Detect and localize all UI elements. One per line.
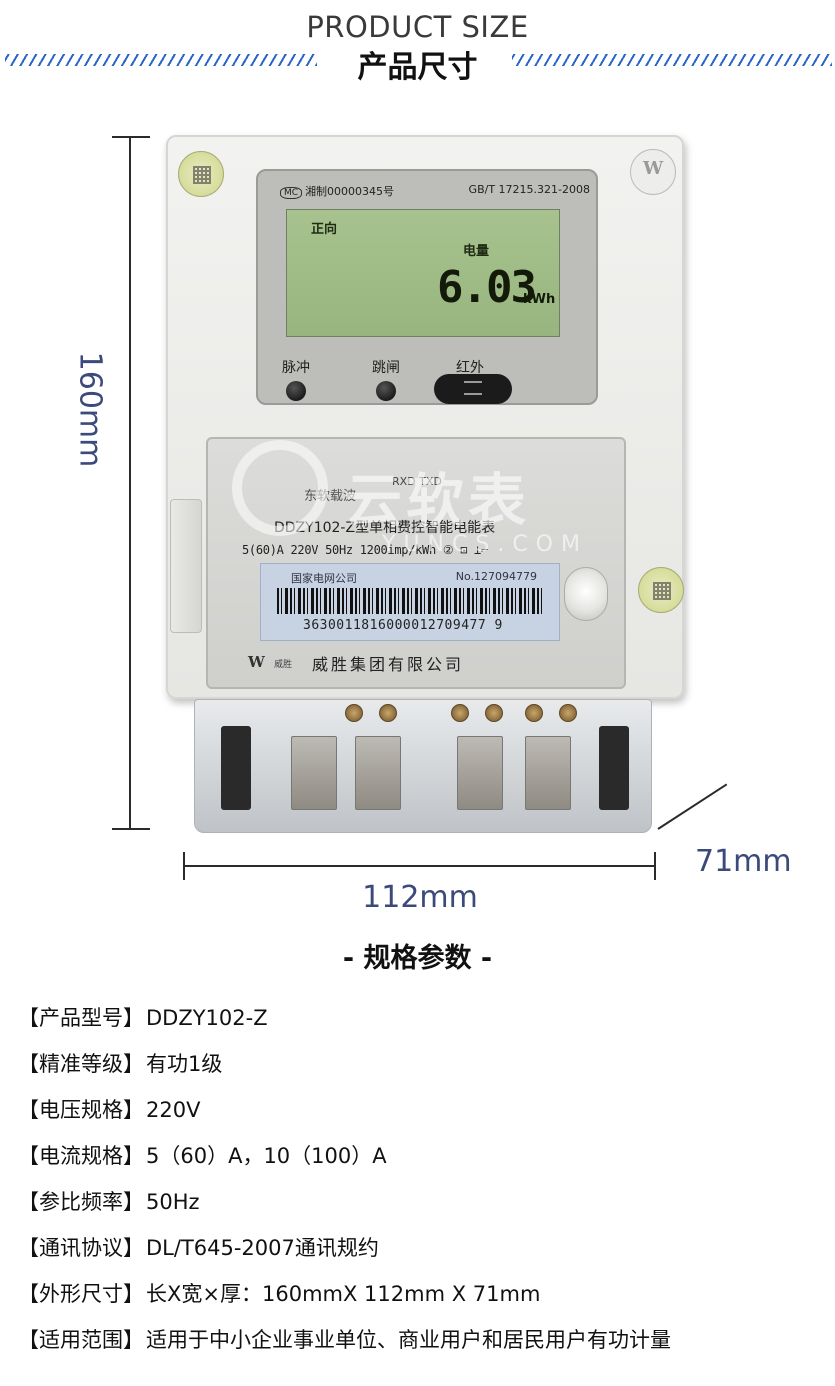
lcd-value: 6.03 (437, 262, 537, 313)
spec-key: 【电流规格】 (18, 1144, 144, 1168)
terminal-screw-icon (345, 704, 363, 722)
maker-brand: 威胜 (274, 660, 293, 670)
maker-name: 威胜集团有限公司 (312, 655, 465, 674)
header-title-en: PRODUCT SIZE (306, 10, 529, 44)
terminal-side-right (599, 726, 629, 810)
spec-key: 【参比频率】 (18, 1190, 144, 1214)
header-hatch-left (5, 54, 317, 66)
lcd-quantity: 电量 (463, 244, 490, 259)
owner-name: 国家电网公司 (291, 572, 357, 585)
lcd-unit: kWh (523, 292, 556, 307)
terminal-side-left (221, 726, 251, 810)
spec-value: 50Hz (146, 1190, 200, 1214)
meter-model: DDZY102-Z型单相费控智能电能表 (274, 520, 496, 536)
spec-value: 220V (146, 1098, 201, 1122)
width-dim-label: 112mm (362, 880, 478, 915)
depth-dim-line (657, 783, 728, 830)
spec-row: 【产品型号】DDZY102-Z (18, 1002, 268, 1032)
spec-key: 【精准等级】 (18, 1052, 144, 1076)
spec-row: 【外形尺寸】长X宽×厚：160mmX 112mm X 71mm (18, 1278, 540, 1308)
spec-value: 长X宽×厚：160mmX 112mm X 71mm (146, 1282, 541, 1306)
terminal-screw-icon (559, 704, 577, 722)
cert-number: 湘制00000345号 (305, 185, 395, 198)
spec-row: 【参比频率】50Hz (18, 1186, 200, 1216)
height-dim-tick-bottom (112, 828, 150, 830)
header-hatch-right (512, 54, 832, 66)
side-clip (170, 499, 202, 633)
nameplate-cover: 东软载波 RXD TXD DDZY102-Z型单相费控智能电能表 5(60)A … (206, 437, 626, 689)
trip-led-icon (376, 381, 396, 401)
terminal-slot (355, 736, 401, 810)
spec-row: 【适用范围】适用于中小企业事业单位、商业用户和居民用户有功计量 (18, 1324, 671, 1354)
spec-value: 5（60）A，10（100）A (146, 1144, 387, 1168)
depth-dim-label: 71mm (695, 844, 792, 879)
spec-value: DL/T645-2007通讯规约 (146, 1236, 379, 1260)
terminal-screw-icon (379, 704, 397, 722)
spec-key: 【通讯协议】 (18, 1236, 144, 1260)
lcd-screen: 正向 电量 6.03 kWh (286, 209, 560, 337)
width-dim-line (183, 865, 655, 867)
pulse-led-icon (286, 381, 306, 401)
height-dim-line (129, 137, 131, 829)
pulse-label: 脉冲 (282, 360, 310, 376)
serial-number: No.127094779 (455, 570, 537, 583)
specs-title: - 规格参数 - (342, 943, 493, 974)
maker-logo-icon: W (248, 653, 265, 671)
spec-row: 【通讯协议】DL/T645-2007通讯规约 (18, 1232, 379, 1262)
spec-value: 适用于中小企业事业单位、商业用户和居民用户有功计量 (146, 1328, 671, 1352)
width-dim-tick-left (183, 852, 185, 880)
barcode-label: 国家电网公司 No.127094779 36300118160000127094… (260, 563, 560, 641)
meter-ratings: 5(60)A 220V 50Hz 1200imp/kWh ② ⊡ ⊥⌐ (242, 543, 488, 557)
module-vendor: 东软载波 (304, 489, 357, 504)
standard-number: GB/T 17215.321-2008 (468, 183, 590, 196)
terminal-screw-icon (525, 704, 543, 722)
spec-value: 有功1级 (146, 1052, 223, 1076)
spec-row: 【电流规格】5（60）A，10（100）A (18, 1140, 387, 1170)
barcode-digits: 3630011816000012709477 9 (303, 618, 503, 633)
spec-key: 【产品型号】 (18, 1006, 144, 1030)
spec-value: DDZY102-Z (146, 1006, 268, 1030)
infrared-port-icon (434, 374, 512, 404)
terminal-block (194, 699, 652, 833)
rxd-txd-label: RXD TXD (392, 475, 442, 488)
side-seal-icon (638, 567, 684, 613)
trip-label: 跳闸 (372, 360, 400, 376)
spec-row: 【精准等级】有功1级 (18, 1048, 222, 1078)
lcd-direction: 正向 (311, 222, 338, 237)
terminal-screw-icon (485, 704, 503, 722)
terminal-screw-icon (451, 704, 469, 722)
cover-latch (564, 567, 608, 621)
height-dim-tick-top (112, 136, 150, 138)
brand-stamp-icon (630, 149, 676, 195)
terminal-slot (525, 736, 571, 810)
infrared-label: 红外 (456, 360, 484, 376)
width-dim-tick-right (654, 852, 656, 880)
mc-cert-icon: MC (280, 187, 303, 199)
header-title-cn: 产品尺寸 (357, 50, 478, 85)
spec-key: 【适用范围】 (18, 1328, 144, 1352)
barcode-icon (277, 588, 545, 614)
top-seal-icon (178, 151, 224, 197)
spec-key: 【电压规格】 (18, 1098, 144, 1122)
terminal-slot (457, 736, 503, 810)
height-dim-label: 160mm (72, 351, 108, 468)
spec-key: 【外形尺寸】 (18, 1282, 144, 1306)
spec-row: 【电压规格】220V (18, 1094, 200, 1124)
terminal-slot (291, 736, 337, 810)
